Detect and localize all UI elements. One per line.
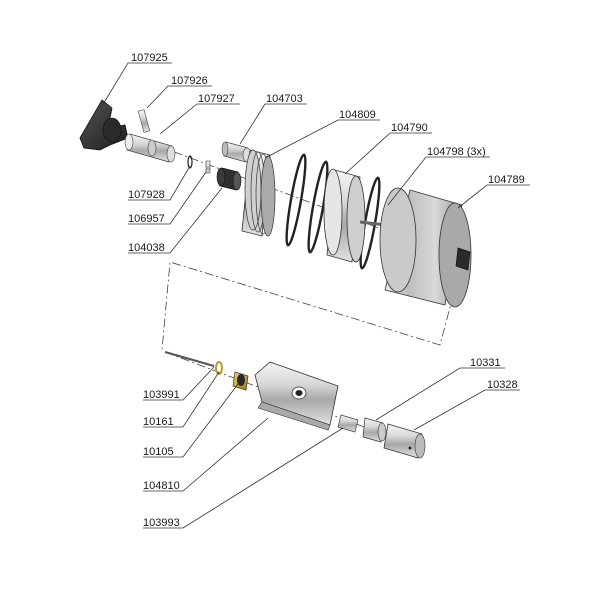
screw-106957	[205, 160, 211, 174]
label-107925: 107925	[131, 52, 168, 64]
label-104798: 104798 (3x)	[427, 146, 486, 158]
label-10328: 10328	[487, 379, 518, 391]
block-104810	[254, 361, 339, 431]
spool-104790	[323, 168, 396, 263]
label-103993: 103993	[143, 517, 180, 529]
label-10331: 10331	[470, 357, 501, 369]
part-labels: 107925 107926 107927 104703 104809 10479…	[128, 52, 525, 529]
rod-103991	[164, 350, 215, 368]
label-107926: 107926	[171, 75, 208, 87]
knob-107925	[79, 99, 129, 151]
label-104790: 104790	[391, 122, 428, 134]
coupler-10331	[362, 417, 387, 443]
label-10161: 10161	[143, 416, 174, 428]
fitting-104703	[221, 141, 252, 163]
shaft-107927	[124, 133, 176, 163]
housing-104789	[379, 187, 472, 308]
ring-107928	[187, 155, 193, 169]
label-107928: 107928	[128, 189, 165, 201]
label-104703: 104703	[266, 93, 303, 105]
label-104038: 104038	[128, 242, 165, 254]
pin-107926	[137, 109, 151, 133]
bushing-104038	[216, 167, 242, 191]
label-107927: 107927	[198, 93, 235, 105]
label-103991: 103991	[143, 389, 180, 401]
label-106957: 106957	[128, 213, 165, 225]
cap-10328	[383, 423, 426, 459]
label-10105: 10105	[143, 446, 174, 458]
washer-10161	[215, 361, 223, 375]
pulley-104809	[241, 149, 276, 237]
label-104789: 104789	[488, 174, 525, 186]
label-104810: 104810	[143, 480, 180, 492]
fitting-103993	[337, 414, 359, 433]
leader-lines	[101, 62, 530, 529]
label-104809: 104809	[339, 109, 376, 121]
